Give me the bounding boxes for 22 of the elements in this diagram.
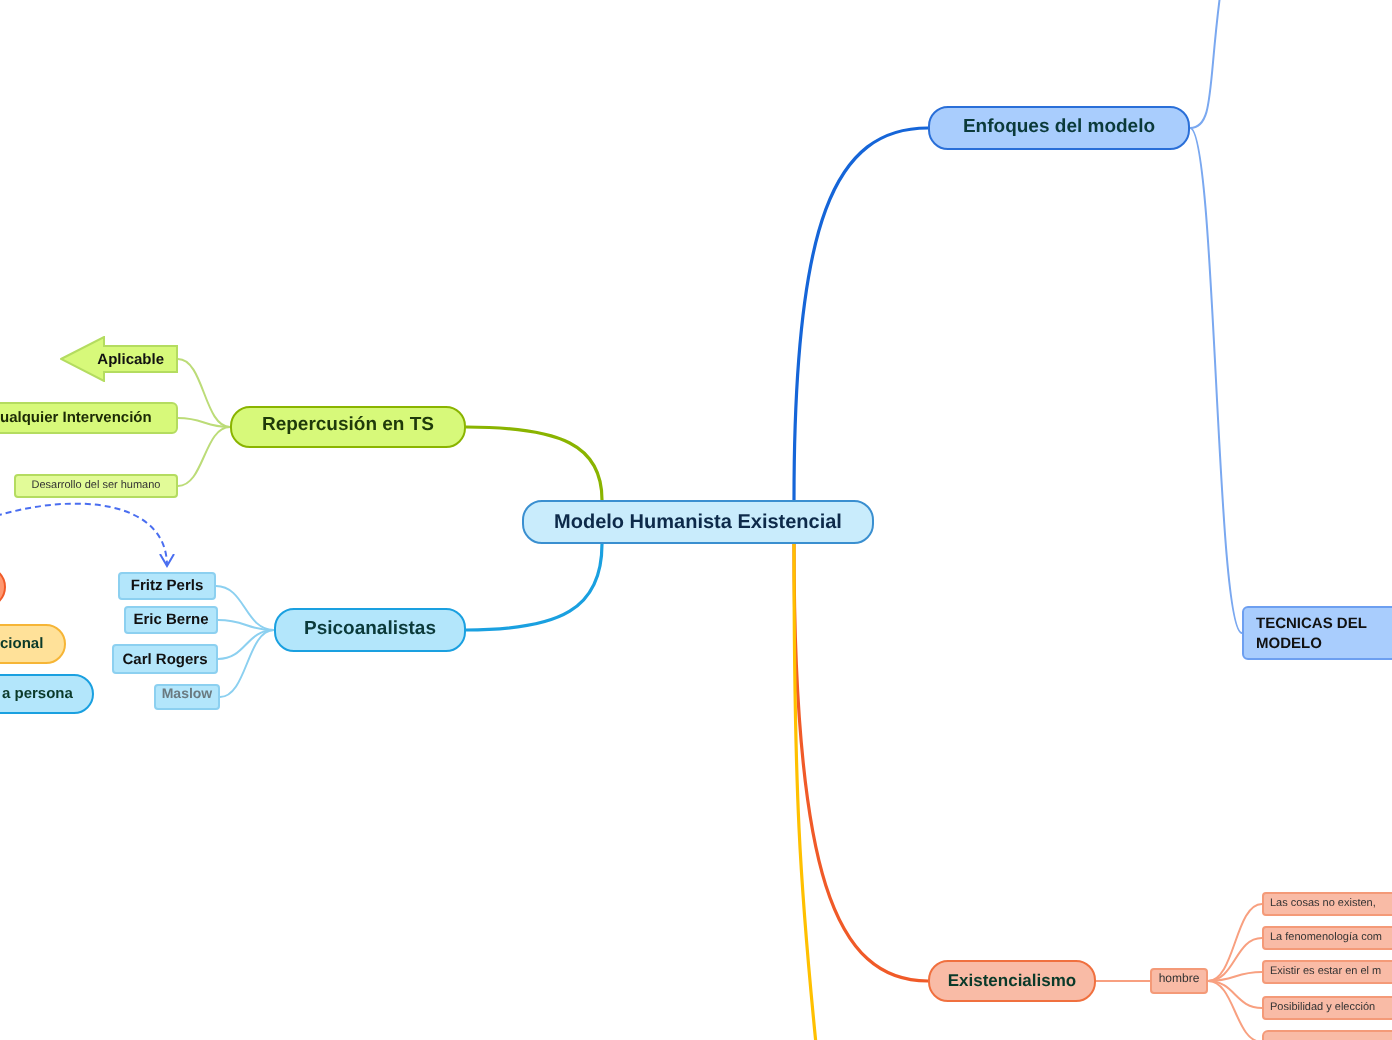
central-topic: Modelo Humanista Existencial: [522, 500, 874, 544]
branch-line: [215, 585, 275, 631]
branch-line: [465, 425, 604, 501]
branch-line: [1207, 903, 1263, 982]
branch-line: [219, 629, 275, 698]
branch-line: [217, 629, 275, 660]
dashed-arrow: [0, 502, 174, 567]
topic-box: Enfoques del modelo: [928, 106, 1190, 150]
branch-line: [1207, 980, 1263, 1009]
branch-line: [1189, 127, 1243, 634]
branch-line: [792, 544, 818, 1040]
branch-line: [177, 426, 231, 487]
branch-line: [465, 543, 604, 632]
branch-line: [792, 126, 929, 501]
branch-line: [1095, 980, 1151, 982]
topic-box: Psicoanalistas: [274, 608, 466, 652]
topic-box: Repercusión en TS: [230, 406, 466, 448]
branch-line: [1189, 0, 1221, 129]
branch-line: [1207, 937, 1263, 982]
topic-box: Existencialismo: [928, 960, 1096, 1002]
branch-line: [177, 417, 231, 428]
branch-line: [177, 358, 231, 428]
